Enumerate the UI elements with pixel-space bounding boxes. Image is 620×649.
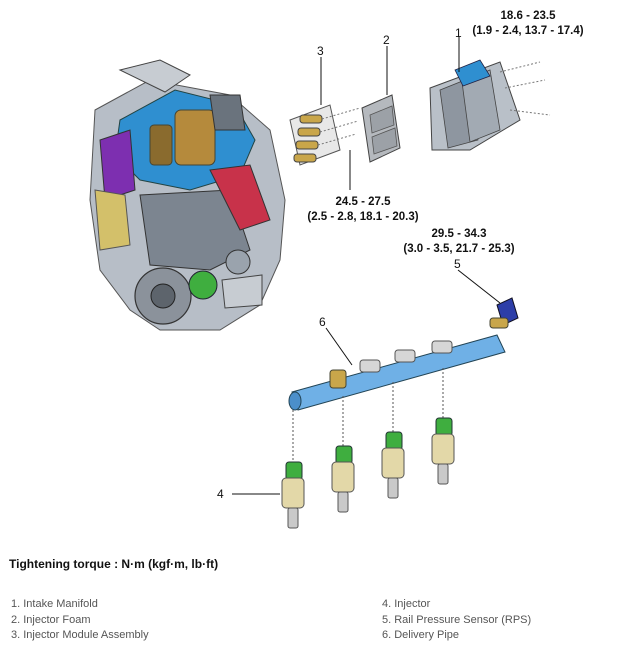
injector — [281, 461, 305, 529]
torque-rail-sensor-nm: 29.5 - 34.3 — [432, 228, 487, 240]
torque-injector-module-nm: 24.5 - 27.5 — [336, 196, 392, 208]
legend-item: 6. Delivery Pipe — [382, 629, 460, 641]
callout-3: 3 — [317, 44, 324, 58]
callout-2: 2 — [383, 33, 390, 47]
injector — [331, 445, 355, 513]
torque-intake-manifold-alt: (1.9 - 2.4, 13.7 - 17.4) — [472, 25, 583, 37]
legend-left: 1. Intake Manifold 2. Injector Foam 3. I… — [11, 597, 149, 644]
rail-pressure-sensor — [489, 297, 519, 329]
callout-1: 1 — [455, 26, 462, 40]
injector — [381, 431, 405, 499]
legend-item: 1. Intake Manifold — [11, 598, 98, 610]
torque-intake-manifold-nm: 18.6 - 23.5 — [501, 10, 557, 22]
legend-right: 4. Injector 5. Rail Pressure Sensor (RPS… — [382, 597, 531, 644]
legend-item: 4. Injector — [382, 598, 431, 610]
legend-item: 2. Injector Foam — [11, 613, 91, 626]
engine-illustration — [89, 59, 286, 331]
injector-module-assembly — [289, 104, 361, 166]
callout-4: 4 — [217, 487, 224, 501]
exploded-parts-diagram: 3 2 1 5 6 4 18.6 - 23.5 (1.9 - 2.4, 13.7… — [89, 10, 584, 529]
torque-heading: Tightening torque : N·m (kgf·m, lb·ft) — [9, 557, 219, 571]
legend-item: 3. Injector Module Assembly — [11, 629, 149, 641]
callout-5: 5 — [454, 257, 461, 271]
torque-rail-sensor-alt: (3.0 - 3.5, 21.7 - 25.3) — [403, 243, 514, 255]
torque-injector-module-alt: (2.5 - 2.8, 18.1 - 20.3) — [307, 211, 418, 223]
callout-6: 6 — [319, 315, 326, 329]
injector-foam — [361, 94, 401, 163]
leader-lines — [232, 37, 501, 495]
delivery-pipe — [288, 334, 506, 462]
intake-manifold — [429, 59, 551, 151]
injectors — [281, 417, 455, 529]
injector — [431, 417, 455, 485]
legend-item: 5. Rail Pressure Sensor (RPS) — [382, 613, 532, 626]
